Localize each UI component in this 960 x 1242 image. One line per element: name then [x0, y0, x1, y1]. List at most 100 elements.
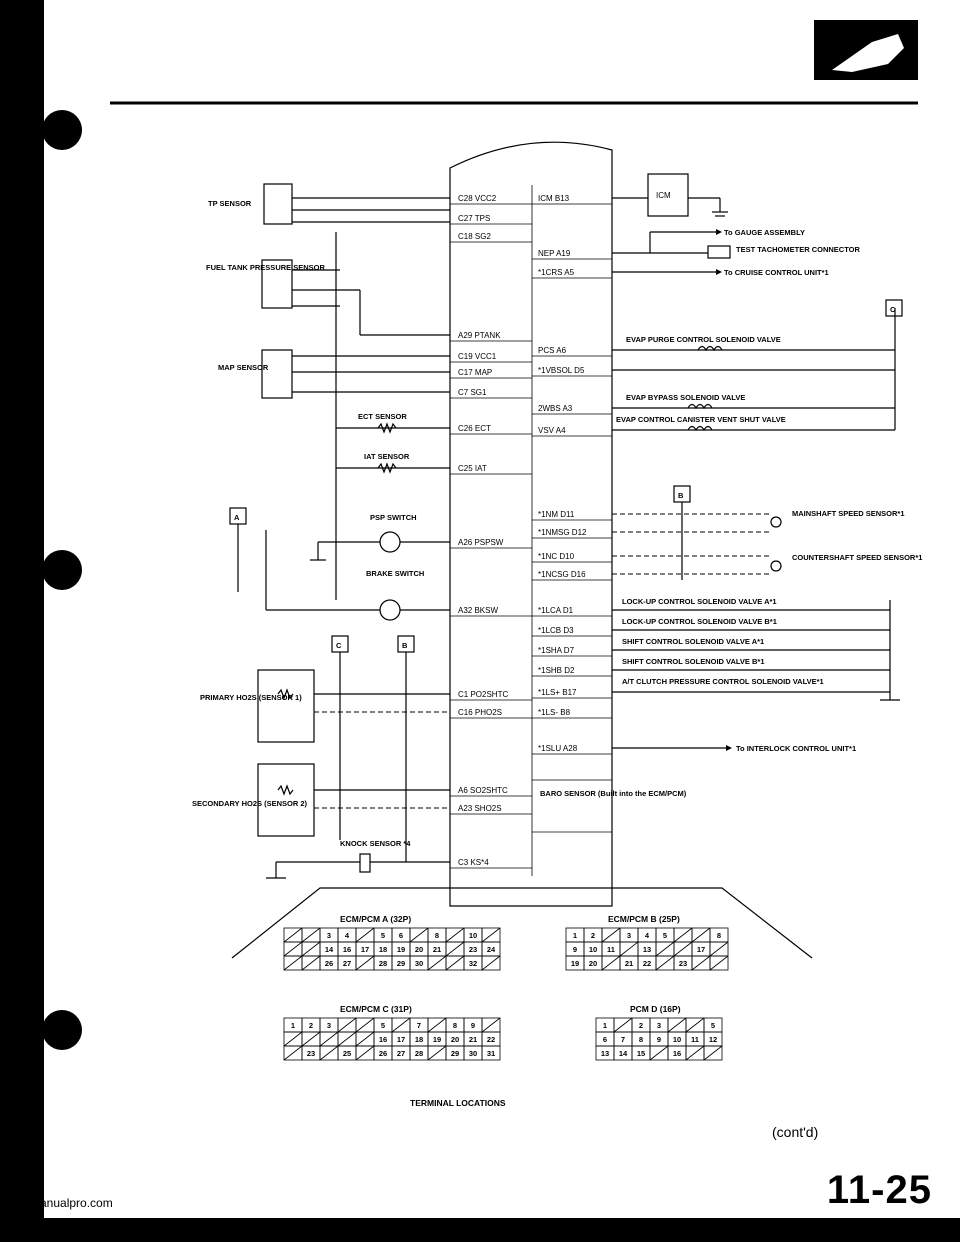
terminal-number: 3 — [627, 931, 631, 940]
terminal-cell — [481, 1045, 501, 1061]
terminal-blank — [619, 941, 639, 957]
terminal-blank — [685, 1045, 705, 1061]
terminal-number: 4 — [645, 931, 650, 940]
terminal-number: 8 — [453, 1021, 457, 1030]
terminal-blank — [667, 1017, 687, 1033]
shift-a-label: SHIFT CONTROL SOLENOID VALVE A*1 — [622, 637, 764, 646]
brake-switch-label: BRAKE SWITCH — [366, 569, 424, 578]
terminal-blank — [301, 941, 321, 957]
lockup-b-label: LOCK-UP CONTROL SOLENOID VALVE B*1 — [622, 617, 777, 626]
brake-switch — [379, 599, 401, 621]
terminal-number: 19 — [571, 959, 579, 968]
map-sensor — [261, 349, 293, 399]
terminal-number: 22 — [487, 1035, 495, 1044]
terminal-blank — [301, 1031, 321, 1047]
iat-sensor-label: IAT SENSOR — [364, 452, 410, 461]
terminal-blank — [613, 1017, 633, 1033]
ecm-pin-label: A6 SO2SHTC — [458, 786, 508, 795]
terminal-blank — [481, 1017, 501, 1033]
terminal-number: 24 — [487, 945, 496, 954]
terminal-cell — [481, 955, 501, 971]
terminal-blank — [445, 955, 465, 971]
ecm-pin-label: 2WBS A3 — [538, 404, 573, 413]
ecm-pin-label: NEP A19 — [538, 249, 571, 258]
ecm-pin-label: *1LS- B8 — [538, 708, 571, 717]
terminal-blank — [319, 1031, 339, 1047]
test-tach-label: TEST TACHOMETER CONNECTOR — [736, 245, 860, 254]
ecm-pin-label: A32 BKSW — [458, 606, 498, 615]
mainshaft-label: MAINSHAFT SPEED SENSOR*1 — [792, 509, 905, 518]
connector-ref-a-label: A — [234, 513, 240, 522]
ecm-pin-label: C17 MAP — [458, 368, 492, 377]
terminal-number: 4 — [345, 931, 350, 940]
continued-label: (cont'd) — [772, 1124, 819, 1140]
terminal-number: 18 — [379, 945, 387, 954]
terminal-number: 7 — [417, 1021, 421, 1030]
terminal-number: 3 — [657, 1021, 661, 1030]
terminal-number: 9 — [471, 1021, 475, 1030]
website-watermark: .emanualpro.com — [20, 1196, 113, 1210]
ecm-pin-label: C3 KS*4 — [458, 858, 489, 867]
terminal-number: 1 — [573, 931, 577, 940]
terminal-number: 29 — [451, 1049, 459, 1058]
terminal-number: 5 — [711, 1021, 715, 1030]
terminal-number: 10 — [673, 1035, 681, 1044]
ecm-pin-label: A26 PSPSW — [458, 538, 504, 547]
terminal-locations-title: TERMINAL LOCATIONS — [410, 1098, 506, 1108]
terminal-number: 8 — [717, 931, 721, 940]
ecm-pin-label: *1NMSG D12 — [538, 528, 587, 537]
terminal-number: 1 — [291, 1021, 295, 1030]
ecm-pin-label: C7 SG1 — [458, 388, 487, 397]
psp-switch-label: PSP SWITCH — [370, 513, 417, 522]
terminal-blank — [337, 1031, 357, 1047]
ecm-pin-label: *1NC D10 — [538, 552, 575, 561]
ecm-pin-label: *1CRS A5 — [538, 268, 575, 277]
terminal-blank — [355, 1017, 375, 1033]
terminal-blank — [427, 1017, 447, 1033]
terminal-number: 15 — [637, 1049, 645, 1058]
terminal-blank — [355, 1031, 375, 1047]
terminal-number: 10 — [589, 945, 597, 954]
ecm-pin-label: A23 SHO2S — [458, 804, 502, 813]
terminal-blank — [709, 955, 729, 971]
terminal-blank — [427, 1045, 447, 1061]
terminal-number: 17 — [361, 945, 369, 954]
psp-switch — [379, 531, 401, 553]
terminal-number: 8 — [435, 931, 439, 940]
terminal-number: 31 — [487, 1049, 495, 1058]
ecm-pin-label: C19 VCC1 — [458, 352, 497, 361]
ecm-pin-label: C25 IAT — [458, 464, 487, 473]
terminal-number: 16 — [673, 1049, 681, 1058]
terminal-blank — [655, 941, 675, 957]
footer-band — [44, 1218, 960, 1242]
ecm-pin-label: *1NM D11 — [538, 510, 575, 519]
terminal-blank — [319, 1045, 339, 1061]
terminal-number: 21 — [433, 945, 441, 954]
primary-ho2s — [257, 669, 315, 743]
test-tach-connector — [707, 245, 731, 259]
terminal-number: 11 — [607, 945, 615, 954]
terminal-number: 18 — [415, 1035, 423, 1044]
terminal-blank — [691, 955, 711, 971]
ecm-pin-label: *1LS+ B17 — [538, 688, 577, 697]
terminal-number: 10 — [469, 931, 477, 940]
terminal-number: 25 — [343, 1049, 351, 1058]
terminal-blank — [481, 955, 501, 971]
map-sensor-label: MAP SENSOR — [218, 363, 269, 372]
ect-sensor-label: ECT SENSOR — [358, 412, 407, 421]
ecm-pin-label: ICM B13 — [538, 194, 570, 203]
evap-purge-label: EVAP PURGE CONTROL SOLENOID VALVE — [626, 335, 781, 344]
terminal-number: 5 — [381, 1021, 385, 1030]
terminal-blank — [709, 941, 729, 957]
terminal-cell — [703, 1045, 723, 1061]
terminal-blank — [355, 927, 375, 943]
terminal-number: 12 — [709, 1035, 717, 1044]
terminal-blank — [601, 927, 621, 943]
terminal-blank — [283, 927, 303, 943]
terminal-blank — [427, 955, 447, 971]
terminal-blank — [283, 941, 303, 957]
terminal-blank — [391, 1017, 411, 1033]
terminal-blank — [283, 1031, 303, 1047]
